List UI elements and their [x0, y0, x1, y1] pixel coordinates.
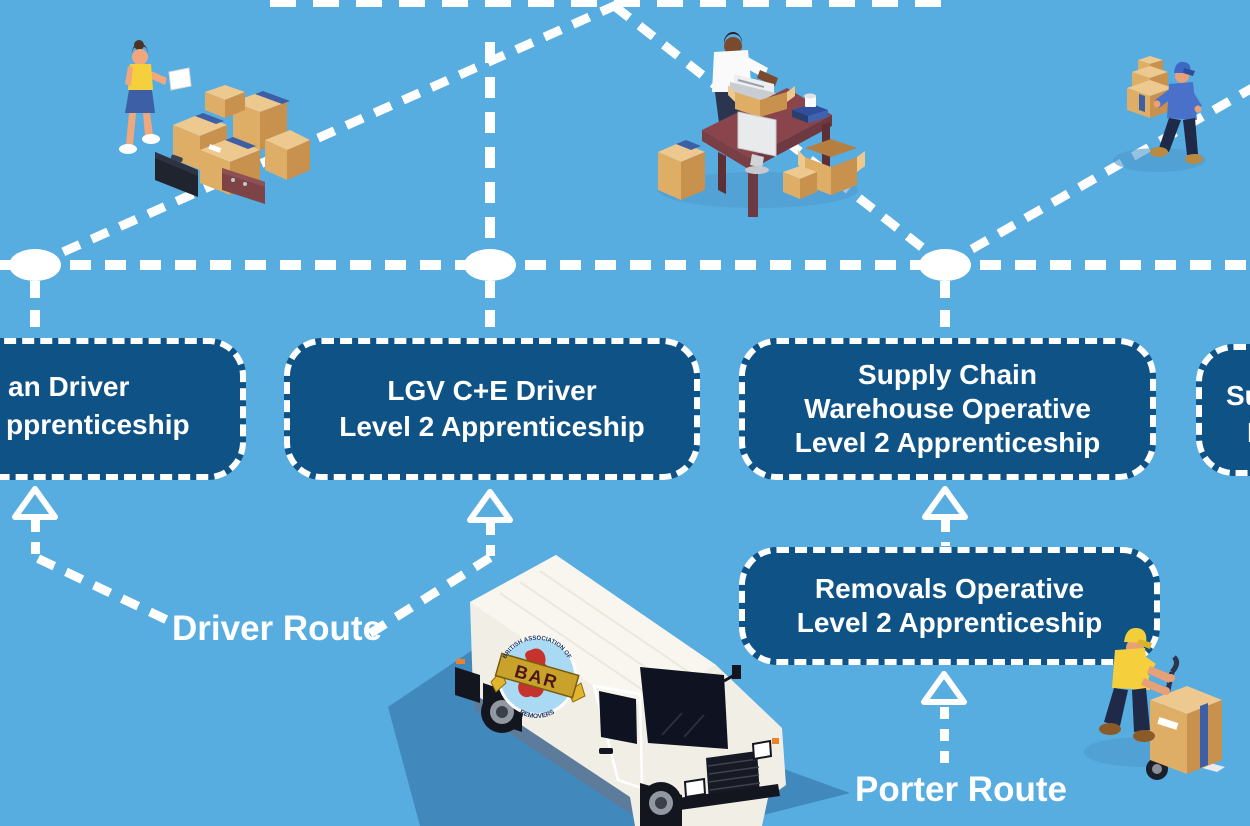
- apprenticeship-box-clipped-right: Sup L: [1196, 344, 1250, 476]
- box-text-line: an Driver: [8, 371, 130, 402]
- connector-node1-to-box: [30, 281, 40, 337]
- arrow-dashes: [941, 520, 950, 546]
- arrow-dashes: [31, 520, 40, 556]
- carrier-man: [1150, 61, 1203, 164]
- box-text-line: Level 2 Apprenticeship: [794, 427, 1101, 458]
- up-arrowhead-supply-chain: [922, 486, 968, 520]
- truck-box: [1150, 686, 1222, 774]
- connector-horizontal-main: [0, 260, 1250, 270]
- books-and-mug: [792, 93, 828, 123]
- box-text-line: Warehouse Operative: [804, 393, 1091, 424]
- porter-route-label: Porter Route: [855, 770, 1067, 809]
- van-windshield: [640, 665, 741, 749]
- box-carrier-illustration: [1113, 56, 1205, 172]
- apprenticeship-box-supply-chain-warehouse: Supply Chain Warehouse Operative Level 2…: [739, 338, 1156, 480]
- brown-suitcase: [222, 168, 265, 204]
- box-text-line: Level 2 Apprenticeship: [796, 607, 1103, 638]
- driver-route-label: Driver Route: [172, 609, 383, 648]
- box-text-line: Level 2 Apprenticeship: [339, 411, 645, 442]
- box-text-line: Sup: [1226, 380, 1250, 411]
- monitor: [737, 111, 777, 174]
- pathway-node-2: [464, 249, 516, 281]
- carried-boxes: [1127, 56, 1173, 118]
- arrow-dashes: [486, 523, 495, 556]
- up-arrowhead-removals: [921, 671, 967, 705]
- up-arrowhead-lgv: [467, 489, 513, 523]
- porter-man: [1099, 627, 1175, 742]
- black-suitcase: [155, 152, 198, 197]
- connector-node2-to-box: [485, 281, 495, 337]
- connector-node3-to-box: [940, 281, 950, 337]
- apprenticeship-box-van-driver: an Driver pprenticeship: [0, 338, 246, 480]
- figure-shadow: [1113, 148, 1205, 172]
- svg-text:REMOVERS: REMOVERS: [518, 708, 556, 720]
- woman-figure: [119, 40, 192, 154]
- box-on-desk: [728, 85, 795, 117]
- driver-route-fork-left: [36, 554, 170, 625]
- box-text-line: L: [1247, 417, 1250, 449]
- apprenticeship-box-lgv-driver: LGV C+E Driver Level 2 Apprenticeship: [284, 338, 700, 480]
- box-text-line: pprenticeship: [6, 409, 190, 440]
- apprenticeship-box-removals-operative: Removals Operative Level 2 Apprenticeshi…: [739, 547, 1160, 665]
- pathway-node-1: [9, 249, 61, 281]
- box-text-line: Supply Chain: [858, 359, 1037, 390]
- desk-packing-illustration: [658, 32, 865, 217]
- woman-with-boxes-illustration: [119, 40, 310, 204]
- up-arrowhead-van-driver: [12, 486, 58, 520]
- box-text-line: Removals Operative: [814, 573, 1085, 604]
- porter-hand-truck-illustration: [1084, 627, 1225, 780]
- removals-van-illustration: BAR BRITISH ASSOCIATION OF REMOVERS: [388, 555, 850, 826]
- floor-boxes: [658, 139, 865, 200]
- connector-vertical-title: [485, 42, 495, 252]
- pathway-node-3: [919, 249, 971, 281]
- arrow-dashes: [940, 707, 949, 763]
- bar-logo: BAR BRITISH ASSOCIATION OF REMOVERS: [490, 636, 586, 720]
- box-text-line: LGV C+E Driver: [387, 375, 597, 406]
- van-front: [678, 738, 780, 810]
- carton-pile: [173, 85, 310, 195]
- bar-logo-arc-bottom: REMOVERS: [518, 708, 556, 720]
